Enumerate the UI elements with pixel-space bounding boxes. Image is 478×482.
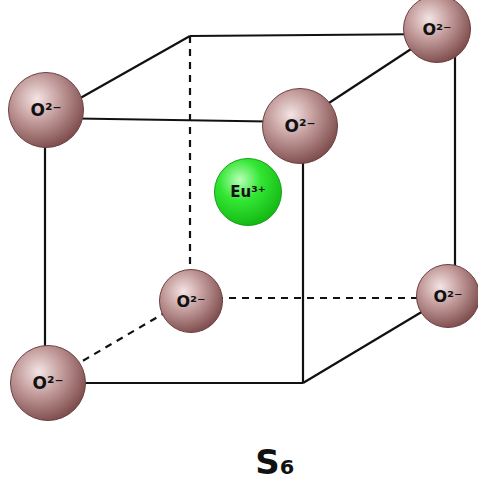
sphere-shape [11,346,86,421]
ion-label: Eu³⁺ [214,158,282,226]
oxygen-ion: O²⁻ [159,269,223,333]
sphere-shape [215,159,282,226]
oxygen-ion: O²⁻ [262,88,338,164]
ion-label: O²⁻ [262,88,338,164]
oxygen-ion: O²⁻ [8,72,84,148]
oxygen-ion: O²⁻ [403,0,471,63]
symmetry-caption: S₆ [255,442,294,482]
ion-label: O²⁻ [8,72,84,148]
sphere-shape [9,73,84,148]
ion-label: O²⁻ [416,264,478,328]
europium-ion: Eu³⁺ [214,158,282,226]
ion-label: O²⁻ [403,0,471,63]
sphere-shape [404,0,471,63]
oxygen-ion: O²⁻ [416,264,478,328]
sphere-shape [417,265,478,328]
ion-label: O²⁻ [10,345,86,421]
sphere-shape [263,89,338,164]
oxygen-ion: O²⁻ [10,345,86,421]
ion-label: O²⁻ [159,269,223,333]
sphere-shape [160,270,223,333]
cube-edges [45,30,455,383]
